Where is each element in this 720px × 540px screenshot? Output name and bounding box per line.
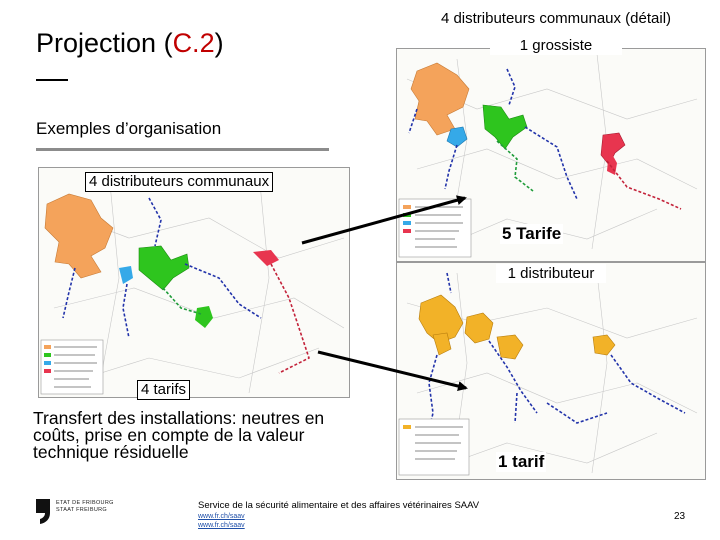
title-main: Projection (: [36, 28, 173, 58]
page-title: Projection (C.2): [36, 28, 224, 59]
map-left: [38, 167, 350, 398]
footer-link-2[interactable]: www.fr.ch/saav: [198, 522, 245, 529]
caption-top-right-line2: 1 grossiste: [490, 36, 622, 55]
logo-text: ETAT DE FRIBOURG STAAT FREIBURG: [56, 500, 114, 514]
subtitle-rule: [36, 148, 329, 151]
page-number: 23: [674, 511, 686, 522]
label-five-tarife: 5 Tarife: [500, 224, 564, 244]
label-one-distributeur: 1 distributeur: [496, 264, 606, 283]
logo-line-2: STAAT FREIBURG: [56, 507, 107, 513]
label-four-tarifs: 4 tarifs: [137, 380, 191, 400]
map-top-right: [396, 48, 706, 262]
label-one-tarif: 1 tarif: [496, 452, 547, 472]
map-bottom-right: [396, 262, 706, 480]
subtitle: Exemples d’organisation: [36, 119, 222, 138]
logo-line-1: ETAT DE FRIBOURG: [56, 500, 114, 506]
fribourg-logo-icon: [34, 497, 52, 525]
title-dash: [36, 79, 68, 81]
footer-service: Service de la sécurité alimentaire et de…: [198, 500, 480, 511]
arrow-icon: [301, 195, 467, 245]
title-end: ): [214, 28, 224, 58]
footer-link-1[interactable]: www.fr.ch/saav: [198, 513, 245, 520]
transfer-text: Transfert des installations: neutres en …: [33, 408, 325, 462]
title-red-part: C.2: [172, 28, 215, 58]
label-left-map: 4 distributeurs communaux: [85, 172, 274, 192]
map-bottom-right-drawing: [398, 272, 698, 476]
arrow-icon: [317, 350, 468, 391]
map-top-right-drawing: [398, 53, 698, 258]
map-left-drawing: [40, 172, 345, 395]
caption-top-right-line1: 4 distributeurs communaux (détail): [414, 9, 698, 28]
